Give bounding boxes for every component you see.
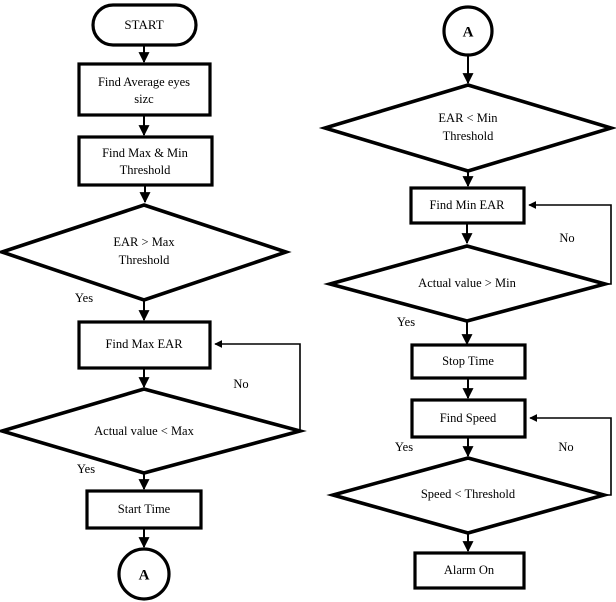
label-no-actual-max: No [233,377,248,391]
find-average-label-line2: sizc [134,92,154,106]
node-find-max-min-threshold[interactable]: Find Max & Min Threshold [77,135,214,187]
label-yes-speed: Yes [395,440,413,454]
start-label: START [124,17,163,32]
alarm-on-box-shape [413,551,526,590]
find-max-ear-label: Find Max EAR [105,337,183,351]
node-connector-a-out[interactable]: A [117,547,171,601]
find-average-label-line1: Find Average eyes [98,75,190,89]
connector-a-out-shape [117,547,171,601]
edge-no-loop-actual-min [528,201,612,285]
stop-time-box-shape [410,343,527,380]
node-find-max-ear[interactable]: Find Max EAR [77,320,212,370]
label-yes-actual-min: Yes [397,315,415,329]
decision-ear-min-label-line2: Threshold [443,129,494,143]
decision-actual-min-label: Actual value > Min [418,276,516,290]
find-threshold-box-shape [77,135,214,187]
decision-ear-max-label-line2: Threshold [119,253,170,267]
find-speed-label: Find Speed [440,411,497,425]
edge-no-loop-speed [529,414,612,496]
start-time-label: Start Time [118,502,171,516]
find-max-ear-box-shape [77,320,212,370]
node-stop-time[interactable]: Stop Time [410,343,527,380]
find-threshold-label-line1: Find Max & Min [102,146,189,160]
label-no-actual-min: No [559,231,574,245]
find-threshold-label-line2: Threshold [120,163,171,177]
node-find-average-eyes-size[interactable]: Find Average eyes sizc [77,62,212,117]
node-decision-ear-greater-max[interactable]: EAR > Max Threshold [0,203,292,302]
node-decision-actual-less-max[interactable]: Actual value < Max [0,387,307,475]
label-yes-ear-max: Yes [75,291,93,305]
node-decision-actual-greater-min[interactable]: Actual value > Min [323,244,612,323]
node-decision-speed-less-threshold[interactable]: Speed < Threshold [326,456,611,535]
find-speed-box-shape [410,398,527,439]
alarm-on-label: Alarm On [444,563,495,577]
label-yes-actual-max: Yes [77,462,95,476]
edge-no-loop-actual-max [214,340,301,431]
node-start-time[interactable]: Start Time [85,489,203,530]
stop-time-label: Stop Time [442,354,494,368]
decision-speed-label: Speed < Threshold [421,487,516,501]
decision-ear-min-label-line1: EAR < Min [438,111,498,125]
node-find-speed[interactable]: Find Speed [410,398,527,439]
connector-a-in-label: A [463,24,474,40]
node-connector-a-in[interactable]: A [442,5,494,57]
node-start[interactable]: START [91,3,198,47]
node-decision-ear-less-min[interactable]: EAR < Min Threshold [318,83,616,173]
decision-actual-max-label: Actual value < Max [94,424,194,438]
find-average-box-shape [77,62,212,117]
decision-ear-max-label-line1: EAR > Max [113,235,175,249]
find-min-ear-label: Find Min EAR [429,198,505,212]
start-time-box-shape [85,489,203,530]
connector-a-out-label: A [139,567,150,583]
find-min-ear-box-shape [409,186,526,225]
node-find-min-ear[interactable]: Find Min EAR [409,186,526,225]
node-alarm-on[interactable]: Alarm On [413,551,526,590]
label-no-speed: No [558,440,573,454]
